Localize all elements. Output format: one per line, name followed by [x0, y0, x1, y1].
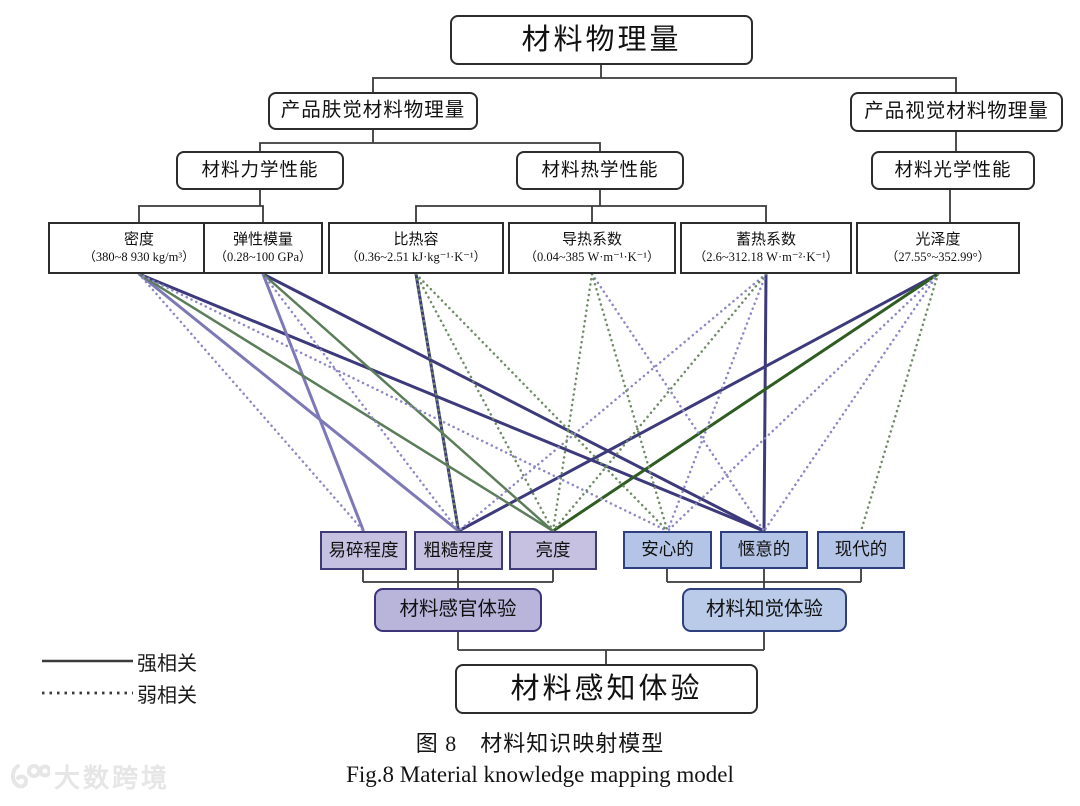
node-label: 材料知觉体验 [705, 598, 823, 621]
node-label: 安心的 [641, 539, 694, 560]
node-skin: 产品肤觉材料物理量 [268, 92, 478, 130]
node-label: 现代的 [834, 539, 888, 560]
node-value-range: （380~8 930 kg/m³） [83, 249, 195, 264]
node-label: 亮度 [535, 539, 571, 560]
edge-heatcap-rough [414, 273, 460, 532]
caption-chinese: 图 8 材料知识映射模型 [415, 731, 665, 756]
node-visual: 产品视觉材料物理量 [850, 92, 1063, 132]
tree-connector-3 [259, 142, 601, 151]
node-thermal: 材料热学性能 [516, 151, 684, 190]
node-cozy: 惬意的 [720, 531, 808, 569]
watermark-text: 大数跨境 [54, 763, 171, 793]
legend-strong-row: 强相关 [40, 645, 197, 677]
node-label: 弹性模量 [232, 231, 293, 249]
edge-density-rough [138, 272, 460, 533]
dotted-line-icon [42, 691, 133, 695]
node-label: 材料感官体验 [399, 598, 517, 621]
node-value-range: （27.55°~352.99°） [885, 249, 991, 264]
edge-modulus-rough [261, 272, 460, 533]
node-modern: 现代的 [817, 531, 905, 569]
node-optical: 材料光学性能 [871, 151, 1035, 190]
edge-conduct-secure [590, 272, 669, 533]
node-label: 导热系数 [561, 231, 622, 249]
edge-modulus-bright [262, 273, 554, 532]
node-label: 材料力学性能 [201, 159, 319, 181]
edge-modulus-cozy [262, 272, 765, 533]
node-gloss: 光泽度（27.55°~352.99°） [856, 222, 1020, 274]
node-label: 粗糙程度 [423, 539, 494, 560]
watermark-logo-icon [11, 763, 50, 788]
node-conduct: 导热系数（0.04~385 W·m⁻¹·K⁻¹） [508, 222, 676, 274]
solid-line-icon [42, 659, 133, 663]
node-bright: 亮度 [509, 531, 597, 570]
edge-storage-bright [551, 272, 768, 533]
node-label: 比热容 [393, 231, 439, 249]
node-storage: 蓄热系数（2.6~312.18 W·m⁻²·K⁻¹） [680, 222, 852, 274]
edge-storage-rough [457, 272, 768, 533]
edge-conduct-cozy [590, 272, 766, 533]
figure-caption: 图 8 材料知识映射模型 Fig.8 Material knowledge ma… [0, 726, 1080, 788]
edge-conduct-bright [551, 272, 594, 533]
node-experience: 材料感知体验 [455, 664, 758, 714]
node-modulus: 弹性模量（0.28~100 GPa） [203, 222, 323, 274]
legend-strong-label: 强相关 [137, 652, 197, 675]
node-label: 产品肤觉材料物理量 [280, 99, 466, 122]
node-value-range: （0.28~100 GPa） [214, 249, 312, 264]
node-brittle: 易碎程度 [320, 531, 407, 570]
node-value-range: （0.04~385 W·m⁻¹·K⁻¹） [524, 249, 660, 264]
legend: 强相关 弱相关 [40, 645, 197, 709]
tree-connector-8 [415, 205, 767, 222]
node-label: 材料热学性能 [541, 159, 659, 181]
node-label: 材料光学性能 [894, 159, 1012, 181]
node-label: 光泽度 [915, 231, 961, 249]
watermark: 大数跨境 [8, 758, 170, 795]
node-label: 材料物理量 [521, 23, 682, 56]
node-mech: 材料力学性能 [176, 151, 344, 190]
node-value-range: （2.6~312.18 W·m⁻²·K⁻¹） [693, 249, 839, 264]
edge-gloss-cozy [762, 272, 940, 533]
legend-weak-row: 弱相关 [40, 677, 197, 709]
node-rough: 粗糙程度 [414, 531, 503, 570]
node-density: 密度（380~8 930 kg/m³） [48, 222, 230, 274]
edge-gloss-bright [552, 272, 939, 533]
tree-connector-6 [138, 205, 264, 222]
edge-density-secure [137, 272, 669, 533]
tree-connector-1 [372, 77, 957, 92]
node-label: 密度 [123, 231, 154, 249]
node-root: 材料物理量 [450, 15, 753, 65]
node-heatcap: 比热容（0.36~2.51 kJ·kg⁻¹·K⁻¹） [328, 222, 504, 274]
edge-gloss-secure [666, 272, 940, 533]
caption-english: Fig.8 Material knowledge mapping model [346, 762, 734, 787]
edge-modulus-brittle [261, 273, 365, 532]
edge-heatcap-rough [414, 272, 460, 533]
edge-storage-cozy [762, 273, 768, 532]
node-label: 材料感知体验 [510, 672, 703, 705]
edge-storage-secure [666, 272, 768, 533]
node-value-range: （0.36~2.51 kJ·kg⁻¹·K⁻¹） [345, 249, 487, 264]
edge-heatcap-bright [414, 272, 555, 533]
node-label: 产品视觉材料物理量 [864, 100, 1049, 123]
node-label: 惬意的 [737, 539, 791, 560]
node-perceptual: 材料知觉体验 [682, 588, 847, 632]
edge-gloss-modern [859, 272, 940, 533]
node-label: 易碎程度 [328, 539, 399, 560]
legend-weak-label: 弱相关 [137, 684, 197, 707]
node-secure: 安心的 [623, 531, 712, 569]
edge-density-brittle [137, 272, 365, 533]
node-sensory: 材料感官体验 [374, 588, 542, 632]
edge-heatcap-secure [414, 272, 669, 533]
edge-density-cozy [138, 272, 765, 533]
edge-gloss-rough [457, 272, 939, 533]
edge-density-bright [138, 272, 554, 533]
node-label: 蓄热系数 [735, 231, 796, 249]
